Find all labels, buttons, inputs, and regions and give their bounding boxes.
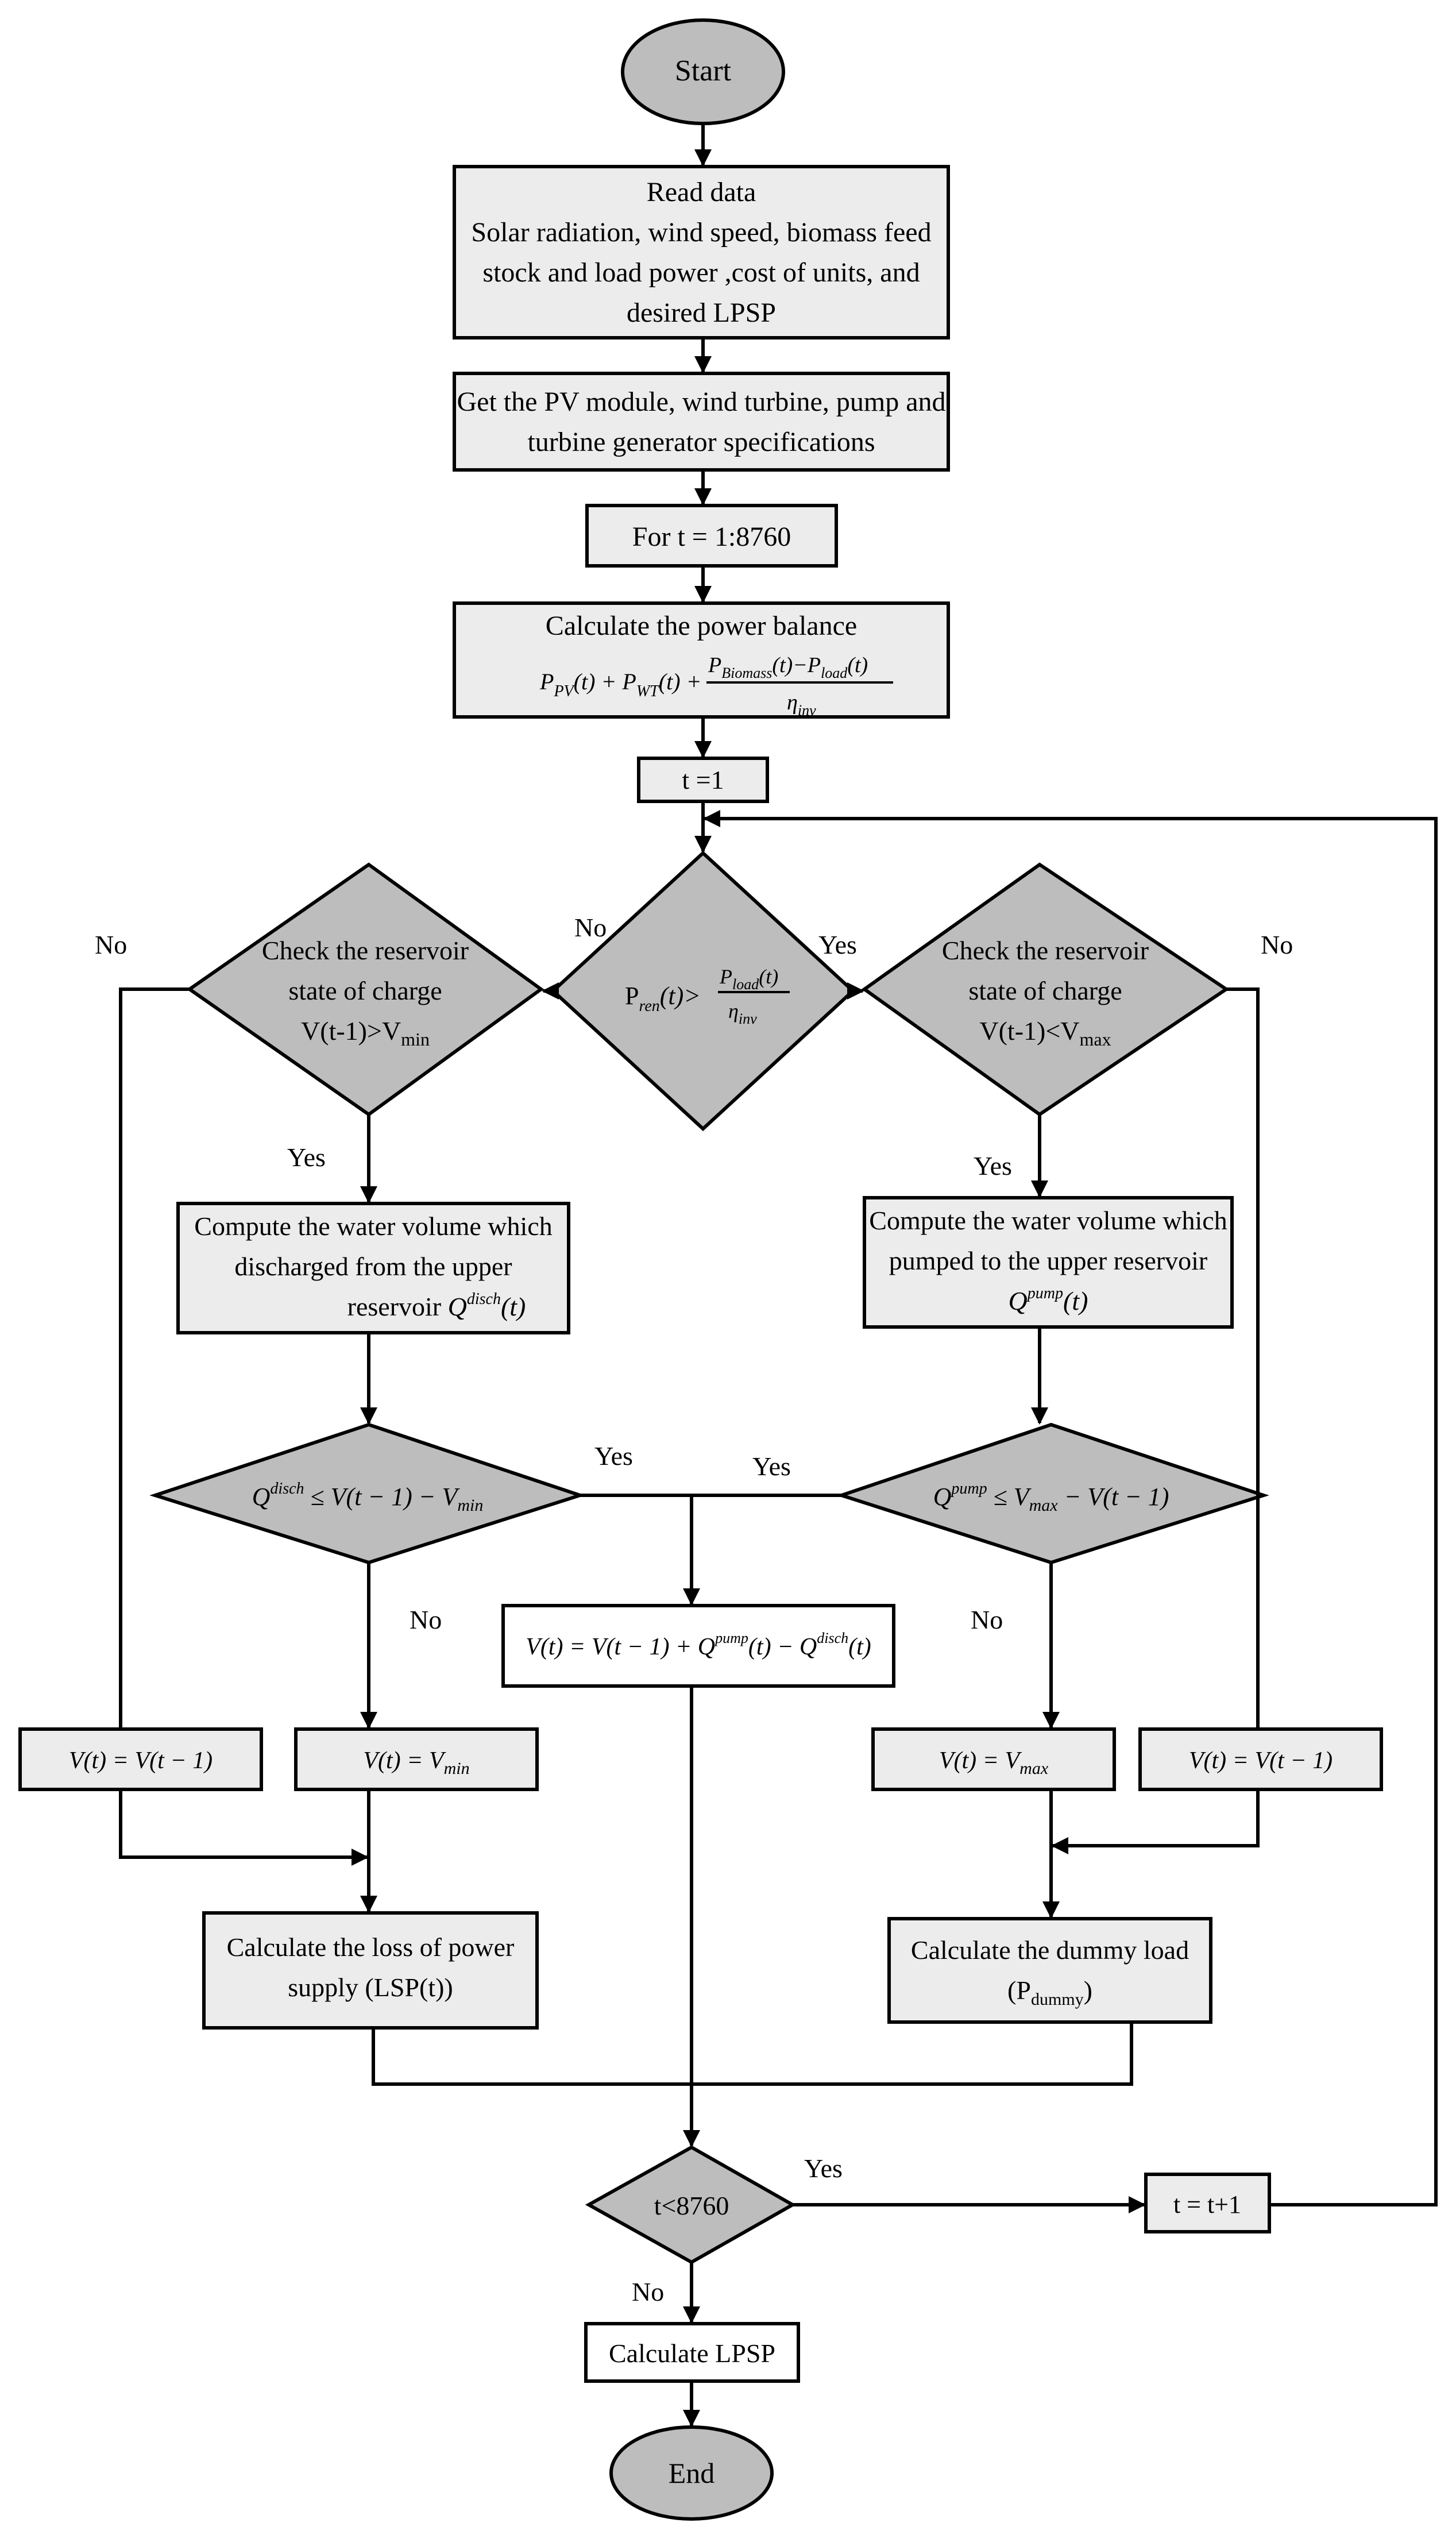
discharge-line-2: discharged from the upper <box>234 1252 512 1281</box>
svg-text:Pload(t): Pload(t) <box>719 965 778 993</box>
hold-right-label: V(t) = V(t − 1) <box>1189 1747 1333 1774</box>
hold-right-box <box>1138 1727 1383 1791</box>
lsp-box <box>202 1911 539 2030</box>
check-left-line-3: V(t-1)>Vmin <box>301 1016 430 1050</box>
calc-lpsp-box <box>584 2322 800 2383</box>
label-no-end: No <box>632 2277 664 2306</box>
svg-text:ηinv: ηinv <box>728 1000 757 1027</box>
label-no-cond-right: No <box>971 1605 1003 1634</box>
dummy-line-2: (Pdummy) <box>1007 1976 1092 2009</box>
label-yes-end: Yes <box>804 2154 843 2183</box>
power-balance-title: Calculate the power balance <box>546 611 857 641</box>
label-no-cond-left: No <box>410 1605 442 1634</box>
svg-text:Pren(t)>: Pren(t)> <box>625 982 701 1015</box>
connectors <box>119 124 1438 2427</box>
update-center-box <box>501 1604 895 1688</box>
start-label: Start <box>675 55 732 87</box>
read-data-line-2: Solar radiation, wind speed, biomass fee… <box>471 217 931 248</box>
power-balance-formula: PPV(t) + PWT(t) + PBiomass(t)−Pload(t) η… <box>539 653 893 719</box>
label-no-right: No <box>1261 930 1293 959</box>
specs-line-2: turbine generator specifications <box>527 427 875 457</box>
loop-for-box <box>585 504 838 568</box>
pump-line-2: pumped to the upper reservoir <box>889 1246 1207 1275</box>
end-label: End <box>669 2457 715 2489</box>
svg-text:ηinv: ηinv <box>787 690 816 719</box>
label-yes-left: Yes <box>287 1143 326 1172</box>
lsp-line-2: supply (LSP(t)) <box>288 1973 453 2002</box>
discharge-line-1: Compute the water volume which <box>194 1212 552 1241</box>
dummy-box <box>887 1917 1212 2024</box>
svg-text:PBiomass(t)−Pload(t): PBiomass(t)−Pload(t) <box>708 653 868 681</box>
hold-left-box <box>18 1727 263 1791</box>
label-yes-cond-right: Yes <box>752 1452 791 1481</box>
cond-right-label: Qpump ≤ Vmax − V(t − 1) <box>933 1480 1169 1515</box>
dummy-line-1: Calculate the dummy load <box>911 1935 1189 1965</box>
decision-renewable <box>550 850 856 1132</box>
update-center-label: V(t) = V(t − 1) + Qpump(t) − Qdisch(t) <box>526 1630 871 1660</box>
lsp-line-1: Calculate the loss of power <box>227 1932 515 1962</box>
check-left-line-2: state of charge <box>288 976 442 1005</box>
pump-line-3: Qpump(t) <box>1009 1284 1088 1315</box>
decision-end-label: t<8760 <box>654 2191 729 2220</box>
check-right-line-3: V(t-1)<Vmax <box>979 1016 1111 1050</box>
cond-left-label: Qdisch ≤ V(t − 1) − Vmin <box>252 1480 484 1515</box>
hold-left-label: V(t) = V(t − 1) <box>69 1747 213 1774</box>
check-right-line-2: state of charge <box>968 976 1122 1005</box>
read-data-line-3: stock and load power ,cost of units, and <box>482 257 920 288</box>
end-terminal <box>609 2425 774 2521</box>
check-right-line-1: Check the reservoir <box>942 936 1149 965</box>
pump-box <box>863 1196 1234 1329</box>
discharge-line-3: reservoir Qdisch(t) <box>347 1290 526 1321</box>
loop-for-label: For t = 1:8760 <box>632 522 791 552</box>
label-yes-main: Yes <box>818 930 857 959</box>
decision-renewable-label: Pren(t)> Pload(t) ηinv <box>625 965 790 1027</box>
label-yes-cond-left: Yes <box>594 1441 633 1471</box>
discharge-box <box>176 1202 570 1334</box>
vmax-box <box>871 1727 1116 1791</box>
pump-line-1: Compute the water volume which <box>869 1206 1227 1235</box>
increment-label: t = t+1 <box>1173 2190 1241 2219</box>
check-left-line-1: Check the reservoir <box>262 936 469 965</box>
label-no-left: No <box>95 930 127 959</box>
specs-box <box>453 372 950 472</box>
calc-lpsp-label: Calculate LPSP <box>609 2339 775 2368</box>
t-init-label: t =1 <box>682 765 724 794</box>
decision-cond-right <box>836 1422 1269 1565</box>
read-data-line-1: Read data <box>647 177 756 207</box>
vmin-box <box>294 1727 539 1791</box>
label-yes-right: Yes <box>974 1151 1012 1181</box>
vmin-label: V(t) = Vmin <box>363 1747 469 1778</box>
svg-text:PPV(t) + PWT(t) +: PPV(t) + PWT(t) + <box>539 669 702 700</box>
specs-line-1: Get the PV module, wind turbine, pump an… <box>457 387 945 417</box>
label-no-main: No <box>574 913 607 942</box>
read-data-box <box>453 165 950 340</box>
increment-box <box>1144 2173 1271 2233</box>
read-data-line-4: desired LPSP <box>627 298 776 328</box>
vmax-label: V(t) = Vmax <box>939 1747 1049 1778</box>
